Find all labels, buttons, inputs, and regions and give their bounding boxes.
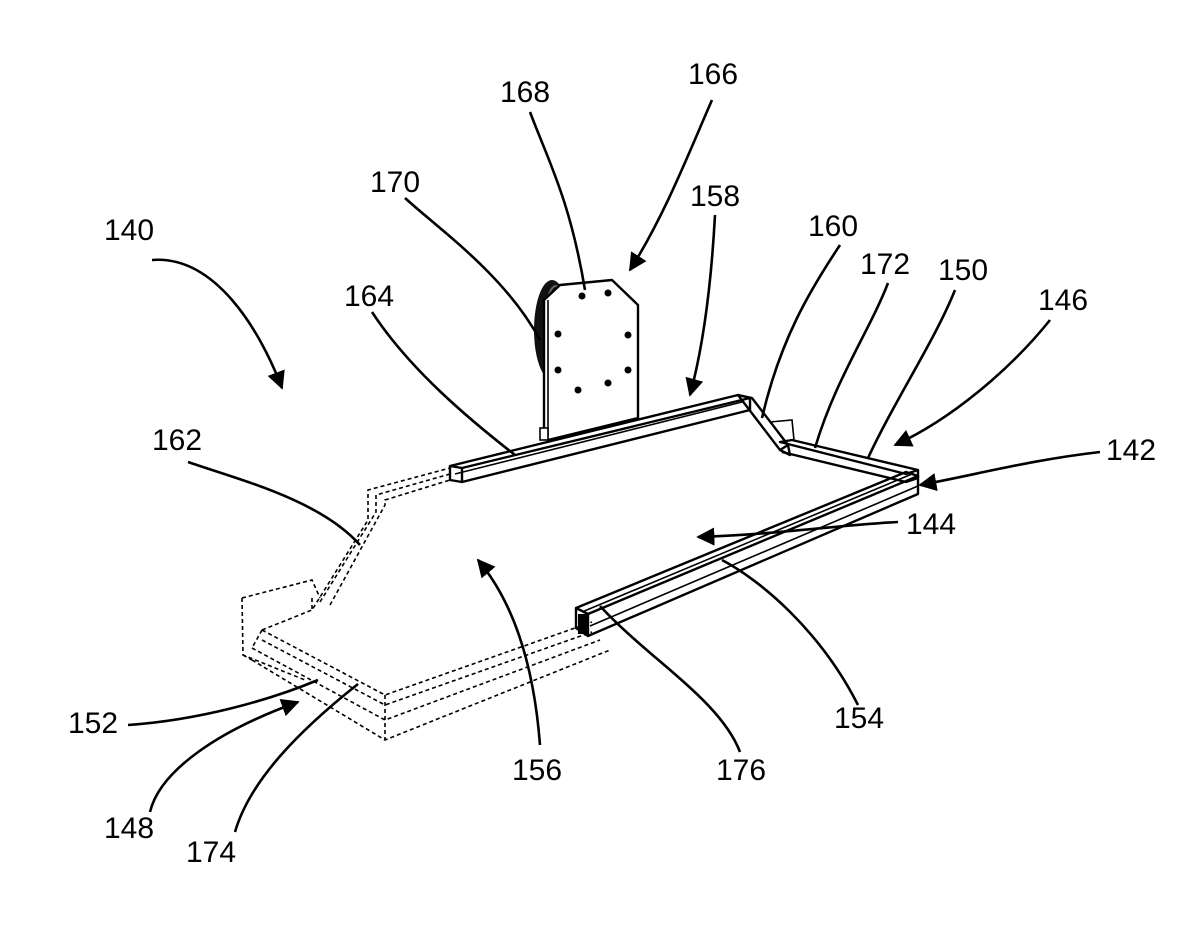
label-142: 142 xyxy=(1106,434,1156,467)
label-174: 174 xyxy=(186,836,236,869)
label-164: 164 xyxy=(344,280,394,313)
label-152: 152 xyxy=(68,707,118,740)
label-166: 166 xyxy=(688,58,738,91)
front-rail xyxy=(574,470,920,638)
label-150: 150 xyxy=(938,254,988,287)
mounting-plate xyxy=(534,278,640,442)
tray-base-dashed xyxy=(241,467,611,741)
leader-lines xyxy=(127,99,1101,833)
label-146: 146 xyxy=(1038,284,1088,317)
label-156: 156 xyxy=(512,754,562,787)
side-rail xyxy=(736,393,920,484)
label-176: 176 xyxy=(716,754,766,787)
reference-numerals: 140 142 144 146 148 150 152 154 156 158 … xyxy=(68,58,1156,869)
label-140: 140 xyxy=(104,214,154,247)
label-162: 162 xyxy=(152,424,202,457)
label-148: 148 xyxy=(104,812,154,845)
label-160: 160 xyxy=(808,210,858,243)
label-154: 154 xyxy=(834,702,884,735)
label-170: 170 xyxy=(370,166,420,199)
label-172: 172 xyxy=(860,248,910,281)
label-158: 158 xyxy=(690,180,740,213)
label-144: 144 xyxy=(906,508,956,541)
label-168: 168 xyxy=(500,76,550,109)
